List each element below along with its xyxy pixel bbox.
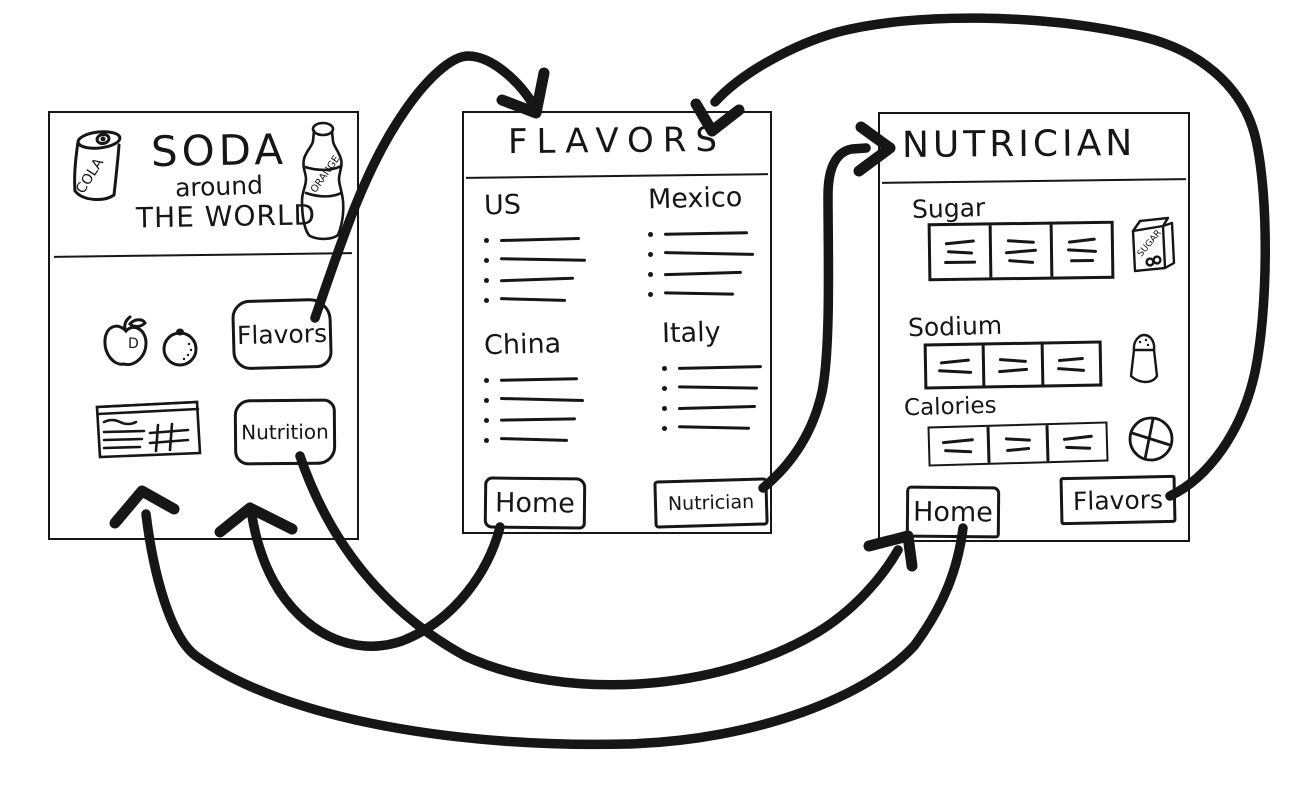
pie-chart-icon [1126,414,1176,464]
flavors-nutrician-button[interactable]: Nutrician [653,477,769,529]
section-name-china: China [483,328,562,362]
nutrician-title-divider [881,178,1187,184]
section-name-mexico: Mexico [647,181,743,216]
apple-mark: D [128,336,139,352]
flavors-section-italy: Italy [661,316,763,438]
orange-icon [160,327,200,369]
flavors-title-divider [465,173,769,179]
nutrician-page-title: NUTRICIAN [901,122,1137,167]
nutrician-page-panel: NUTRICIAN Sugar SUGAR Sodium [878,112,1190,542]
sugar-bar-table [927,220,1115,282]
arrow-flavors-nutrician-to-nutrician-page [758,121,896,493]
sodium-bar-table [923,340,1103,390]
site-title-line3: THE WORLD [135,197,317,235]
soda-bottle-icon: ORANGE [294,121,352,245]
nutrician-flavors-button[interactable]: Flavors [1059,474,1177,526]
flavors-section-mexico: Mexico [647,181,755,304]
flavors-home-button-label: Home [494,487,576,519]
section-name-italy: Italy [661,316,721,350]
site-title-line1: SODA [150,124,288,177]
home-flavors-button-label: Flavors [236,318,328,350]
flavors-nutrician-button-label: Nutrician [667,490,755,516]
flavors-home-button[interactable]: Home [483,476,587,530]
flavors-section-us: US [483,189,587,310]
apple-icon: D [100,315,152,371]
flavors-section-china: China [483,328,585,450]
sugar-box-icon: SUGAR [1128,216,1176,276]
data-table-icon [92,397,204,461]
nutrician-home-button-label: Home [912,496,993,528]
cola-can-icon: COLA [73,127,126,211]
nutrician-row-label-sodium: Sodium [907,310,1003,343]
home-nutrition-button[interactable]: Nutrition [233,398,337,466]
calories-bar-table [927,421,1109,467]
home-flavors-button[interactable]: Flavors [231,297,333,371]
salt-shaker-icon [1126,332,1162,388]
nutrician-flavors-button-label: Flavors [1072,484,1164,516]
site-title: SODA around THE WORLD [135,124,317,235]
section-name-us: US [483,189,522,222]
home-page-panel: COLA SODA around THE WORLD ORANGE D [48,111,359,540]
flavors-page-title: FLAVORS [507,119,727,163]
bottle-label: ORANGE [309,154,343,195]
flavors-page-panel: FLAVORS US Mexico China Italy [462,111,772,534]
home-nutrition-button-label: Nutrition [241,419,329,445]
nutrician-row-label-sugar: Sugar [911,192,986,225]
nutrician-row-label-calories: Calories [903,392,997,422]
can-label: COLA [73,155,107,196]
home-header-divider [53,252,353,258]
nutrician-home-button[interactable]: Home [905,485,1001,539]
sugar-box-label: SUGAR [1136,228,1164,259]
